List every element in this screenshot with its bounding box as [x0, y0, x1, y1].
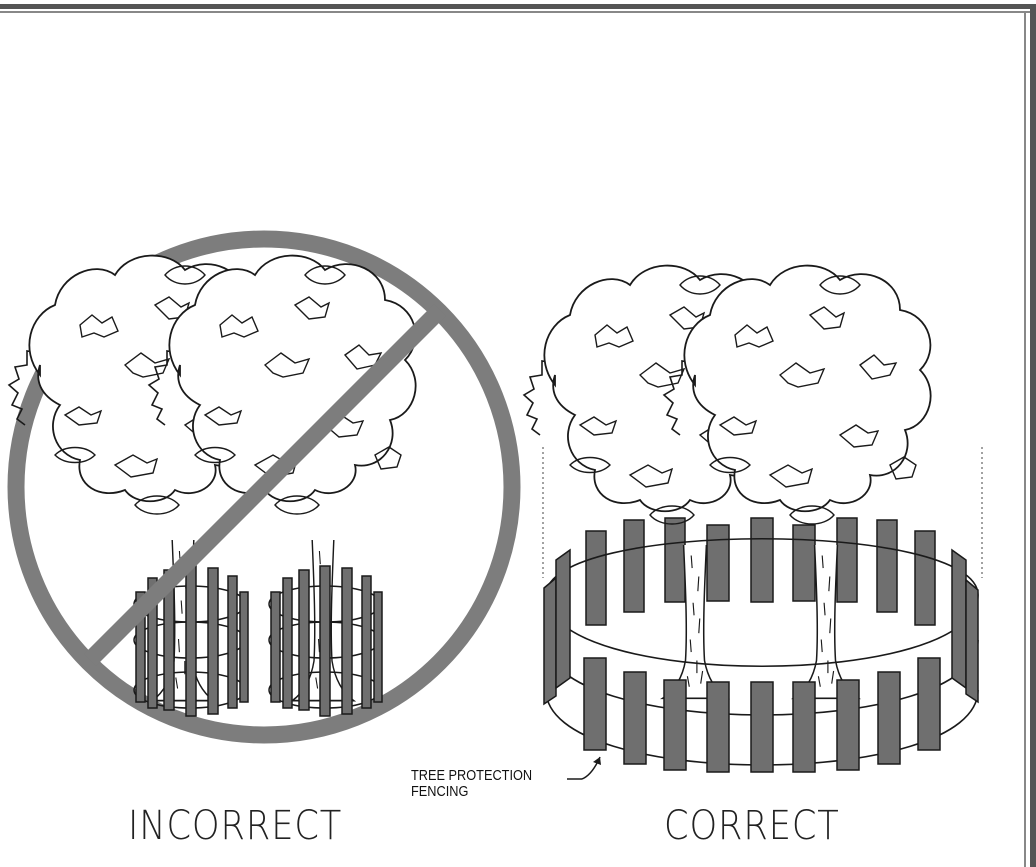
frame-border-top: [0, 4, 1036, 9]
incorrect-example: [9, 239, 512, 735]
fence-icon: [586, 518, 935, 625]
callout-line-2: FENCING: [411, 784, 532, 800]
tree-protection-fencing-callout: TREE PROTECTION FENCING: [411, 768, 532, 800]
callout-leader: [567, 757, 601, 779]
callout-line-1: TREE PROTECTION: [411, 768, 532, 784]
fence-icon: [269, 566, 382, 716]
incorrect-label: INCORRECT: [128, 803, 342, 849]
frame-border-right: [1030, 4, 1036, 867]
correct-example: [524, 266, 982, 772]
correct-label: CORRECT: [664, 803, 840, 849]
